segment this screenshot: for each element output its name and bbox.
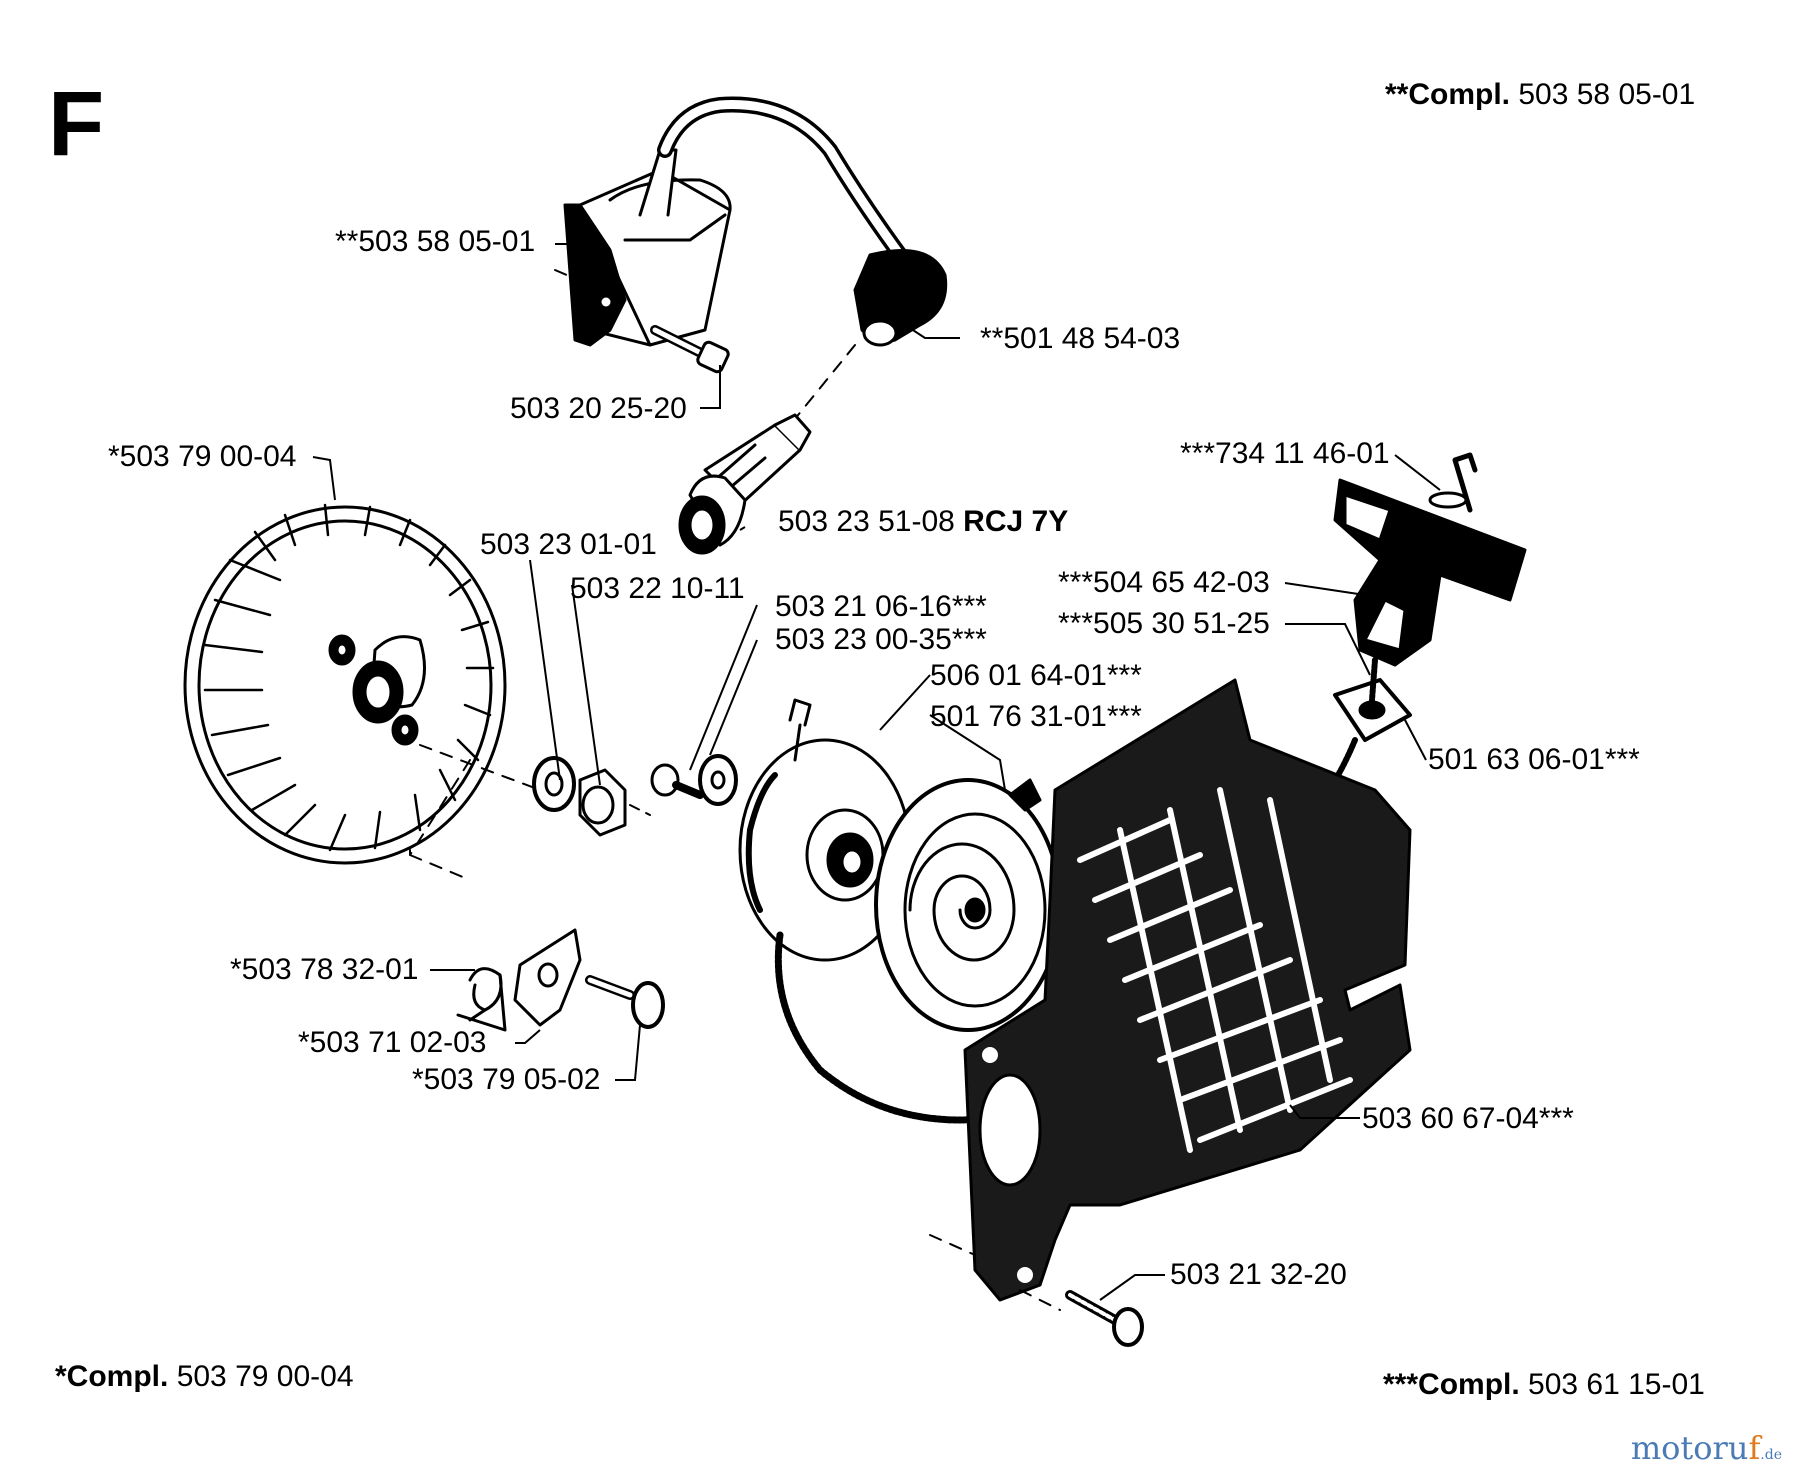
pawl-screw-drawing: [585, 975, 665, 1029]
housing-screw-drawing: [1065, 1290, 1144, 1347]
watermark-tld: .de: [1760, 1447, 1782, 1463]
label-starter-housing: 503 60 67-04***: [1362, 1102, 1574, 1135]
compl-note-bottom-right: ***Compl. 503 61 15-01: [1383, 1368, 1705, 1402]
pawl-spring-drawing: [456, 967, 507, 1032]
compl-number: 503 61 15-01: [1528, 1368, 1705, 1401]
label-starter-washer: 503 23 00-35***: [775, 623, 987, 656]
compl-number: 503 58 05-01: [1518, 78, 1696, 111]
starter-handle-drawing: [1333, 452, 1527, 667]
label-pulley: 506 01 64-01***: [930, 659, 1142, 692]
label-spark-plug: 503 23 51-08 RCJ 7Y: [778, 505, 1068, 539]
spark-plug-number: 503 23 51-08: [778, 505, 955, 538]
label-spark-plug-cap: **501 48 54-03: [980, 322, 1181, 355]
pulley-drawing: [738, 698, 912, 962]
ignition-module-drawing: [563, 96, 948, 347]
label-rope-guide: 501 63 06-01***: [1428, 743, 1640, 776]
label-pawl-screw: *503 79 05-02: [412, 1063, 601, 1096]
label-housing-screw: 503 21 32-20: [1170, 1258, 1347, 1291]
label-handle-pin: ***734 11 46-01: [1180, 437, 1390, 470]
starter-housing-drawing: [963, 678, 1412, 1302]
leader-lines: [312, 243, 1441, 1301]
label-pawl: *503 71 02-03: [298, 1026, 487, 1059]
module-screw-drawing: [650, 325, 730, 374]
label-washer: 503 23 01-01: [480, 528, 657, 561]
label-pawl-spring: *503 78 32-01: [230, 953, 419, 986]
label-spring-cassette: 501 76 31-01***: [930, 700, 1142, 733]
label-flywheel: *503 79 00-04: [108, 440, 297, 473]
compl-number: 503 79 00-04: [176, 1360, 354, 1393]
flywheel-drawing: [183, 503, 507, 865]
pawl-drawing: [513, 928, 582, 1027]
watermark-logo: motoruf.de: [1631, 1429, 1782, 1467]
section-letter: F: [48, 73, 105, 175]
compl-prefix: ***Compl.: [1383, 1368, 1520, 1401]
compl-note-bottom-left: *Compl. 503 79 00-04: [55, 1360, 354, 1394]
starter-screw-drawing: [650, 754, 738, 806]
spark-plug-drawing: [678, 413, 812, 555]
watermark-main: motoru: [1630, 1429, 1749, 1467]
label-starter-handle: ***504 65 42-03: [1058, 566, 1270, 599]
spring-cassette-drawing: [874, 778, 1062, 1032]
label-module-screw: 503 20 25-20: [510, 392, 687, 425]
compl-prefix: *Compl.: [55, 1360, 169, 1393]
spark-plug-type: RCJ 7Y: [963, 505, 1069, 538]
compl-prefix: **Compl.: [1385, 78, 1511, 111]
compl-note-top-right: **Compl. 503 58 05-01: [1385, 78, 1695, 112]
label-ignition-module: **503 58 05-01: [335, 225, 536, 258]
washer-drawing: [532, 756, 576, 812]
label-starter-rope: ***505 30 51-25: [1058, 607, 1270, 640]
label-nut: 503 22 10-11: [570, 572, 745, 605]
nut-drawing: [578, 768, 651, 837]
label-starter-screw: 503 21 06-16***: [775, 590, 987, 623]
watermark-accent: f: [1748, 1429, 1761, 1467]
